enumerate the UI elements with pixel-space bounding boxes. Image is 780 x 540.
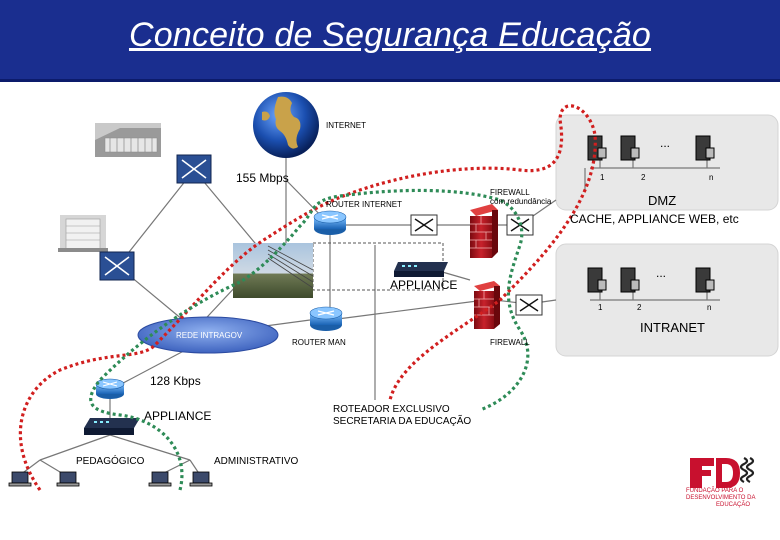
appliance-icon-bottom [84, 418, 140, 435]
speed-155-label: 155 Mbps [236, 171, 289, 185]
dmz-ellipsis: ... [660, 136, 671, 150]
firewall-icon-bottom [474, 281, 500, 329]
router-internet-label: ROUTER INTERNET [326, 200, 402, 209]
building-icon-middle [58, 215, 108, 252]
firewall-bottom-label: FIREWALL [490, 338, 530, 347]
roteador-exclusivo-line1: ROTEADOR EXCLUSIVO [333, 404, 450, 415]
network-links [19, 140, 720, 476]
intranet-server-icon [587, 267, 715, 293]
switch-icon-intranet [515, 294, 543, 316]
router-icon-man [309, 306, 343, 331]
roteador-exclusivo-line2: SECRETARIA DA EDUCAÇÃO [333, 416, 472, 427]
appliance-bottom-label: APPLIANCE [144, 409, 212, 423]
dmz-server-2-label: 2 [641, 173, 646, 182]
intranet-server-1-label: 1 [598, 303, 603, 312]
dmz-server-icon [587, 135, 715, 161]
administrativo-label: ADMINISTRATIVO [214, 456, 299, 467]
rede-intragov-label: REDE INTRAGOV [176, 331, 243, 340]
intranet-server-2-label: 2 [637, 303, 642, 312]
fde-logo [690, 457, 755, 488]
building-icon-top [95, 123, 161, 157]
traffic-path-red [18, 104, 597, 491]
page-title: Conceito de Segurança Educação [128, 16, 652, 54]
firewall-icon-top [470, 204, 498, 258]
intranet-ellipsis: ... [656, 266, 667, 280]
firewall-top-label: FIREWALL [490, 188, 530, 197]
fde-caption-line3: EDUCAÇÃO [716, 502, 751, 508]
traffic-path-green [89, 188, 530, 491]
pedagogico-label: PEDAGÓGICO [76, 456, 145, 467]
dmz-server-n-label: n [709, 173, 714, 182]
fde-caption-line2: DESENVOLVIMENTO DA [686, 495, 756, 501]
dmz-label: DMZ [648, 193, 677, 208]
router-icon-128 [95, 378, 125, 399]
dmz-panel [555, 114, 779, 211]
intranet-label: INTRANET [640, 320, 705, 335]
switch-icon-dmz-link [410, 214, 438, 236]
firewall-top-sub-label: com redundância [490, 197, 552, 206]
title-banner: Conceito de Segurança Educação [0, 0, 780, 82]
switch-icon-top [176, 154, 212, 184]
dmz-server-1-label: 1 [600, 173, 605, 182]
laptop-icon [8, 471, 213, 487]
router-man-label: ROUTER MAN [292, 338, 346, 347]
speed-128-label: 128 Kbps [150, 374, 201, 388]
dmz-sub-label: CACHE, APPLIANCE WEB, etc [570, 212, 739, 226]
intranet-server-n-label: n [707, 303, 712, 312]
router-icon-internet [313, 210, 347, 235]
appliance-icon-center [394, 262, 448, 277]
building-photo-center [233, 243, 314, 298]
appliance-center-label: APPLIANCE [390, 278, 458, 292]
internet-label: INTERNET [326, 121, 366, 130]
fde-caption-line1: FUNDAÇÃO PARA O [686, 488, 744, 494]
globe-icon [253, 92, 319, 158]
switch-icon-left [99, 251, 135, 281]
